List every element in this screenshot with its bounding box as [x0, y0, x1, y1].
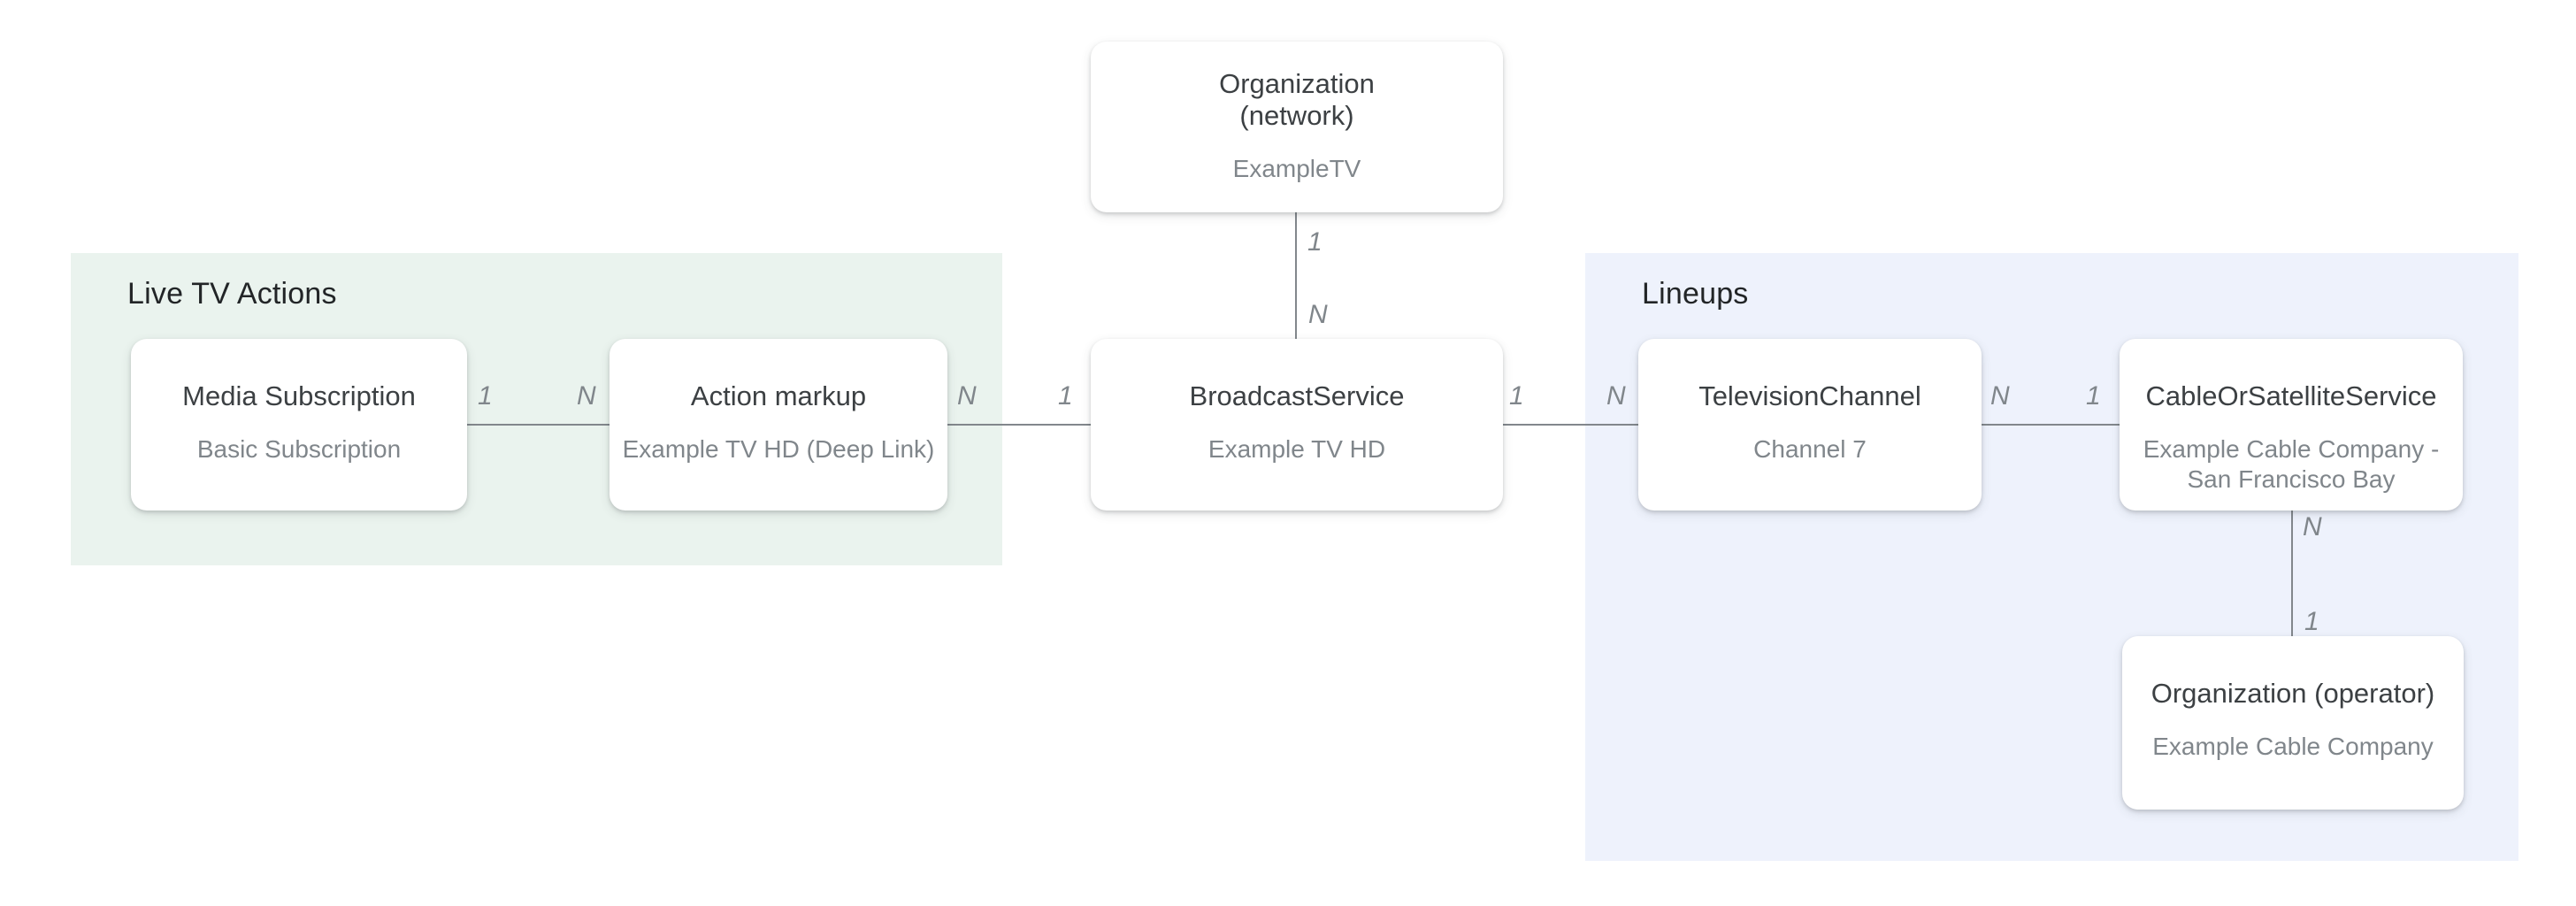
node-title-broadcast-service: BroadcastService — [1189, 380, 1405, 411]
edge-line-tv-to-cable — [1982, 424, 2120, 426]
edge-label-tv-source: N — [1990, 381, 2010, 411]
node-title-organization-network: Organization (network) — [1219, 68, 1375, 131]
edge-label-network-target: N — [1308, 300, 1328, 329]
edge-label-broadcast-source: 1 — [1509, 381, 1524, 411]
node-subtitle-cable-or-satellite-service: Example Cable Company - San Francisco Ba… — [2143, 435, 2440, 493]
edge-label-action-source: N — [957, 381, 977, 411]
region-title-live-tv-actions: Live TV Actions — [127, 277, 337, 311]
edge-label-cable-source: N — [2303, 512, 2322, 541]
edge-label-tv-target: 1 — [2086, 381, 2101, 411]
edge-line-network-to-broadcast — [1295, 212, 1297, 339]
node-organization-operator: Organization (operator) Example Cable Co… — [2122, 636, 2464, 810]
node-title-action-markup: Action markup — [690, 380, 867, 411]
region-title-lineups: Lineups — [1642, 277, 1749, 311]
node-title-cable-or-satellite-service: CableOrSatelliteService — [2145, 380, 2437, 411]
edge-label-media-target: N — [577, 381, 596, 411]
node-broadcast-service: BroadcastService Example TV HD — [1091, 339, 1503, 511]
node-title-organization-operator: Organization (operator) — [2150, 678, 2435, 709]
edge-line-media-to-action — [467, 424, 610, 426]
edge-label-network-source: 1 — [1307, 227, 1322, 257]
node-title-television-channel: TelevisionChannel — [1698, 380, 1921, 411]
node-subtitle-broadcast-service: Example TV HD — [1208, 435, 1386, 463]
node-subtitle-organization-network: ExampleTV — [1232, 155, 1361, 182]
edge-line-broadcast-to-tv — [1503, 424, 1638, 426]
edge-label-broadcast-target: N — [1606, 381, 1626, 411]
edge-line-action-to-broadcast — [947, 424, 1091, 426]
node-television-channel: TelevisionChannel Channel 7 — [1638, 339, 1982, 511]
node-cable-or-satellite-service: CableOrSatelliteService Example Cable Co… — [2120, 339, 2463, 511]
node-subtitle-action-markup: Example TV HD (Deep Link) — [622, 435, 935, 463]
node-action-markup: Action markup Example TV HD (Deep Link) — [610, 339, 947, 511]
edge-label-media-source: 1 — [478, 381, 493, 411]
node-media-subscription: Media Subscription Basic Subscription — [131, 339, 467, 511]
node-subtitle-television-channel: Channel 7 — [1753, 435, 1867, 463]
edge-label-action-target: 1 — [1058, 381, 1073, 411]
edge-line-cable-to-operator — [2291, 511, 2293, 636]
edge-label-cable-target: 1 — [2304, 607, 2319, 636]
node-title-media-subscription: Media Subscription — [182, 380, 416, 411]
node-organization-network: Organization (network) ExampleTV — [1091, 42, 1503, 212]
node-subtitle-media-subscription: Basic Subscription — [196, 435, 402, 463]
node-subtitle-organization-operator: Example Cable Company — [2152, 733, 2434, 760]
